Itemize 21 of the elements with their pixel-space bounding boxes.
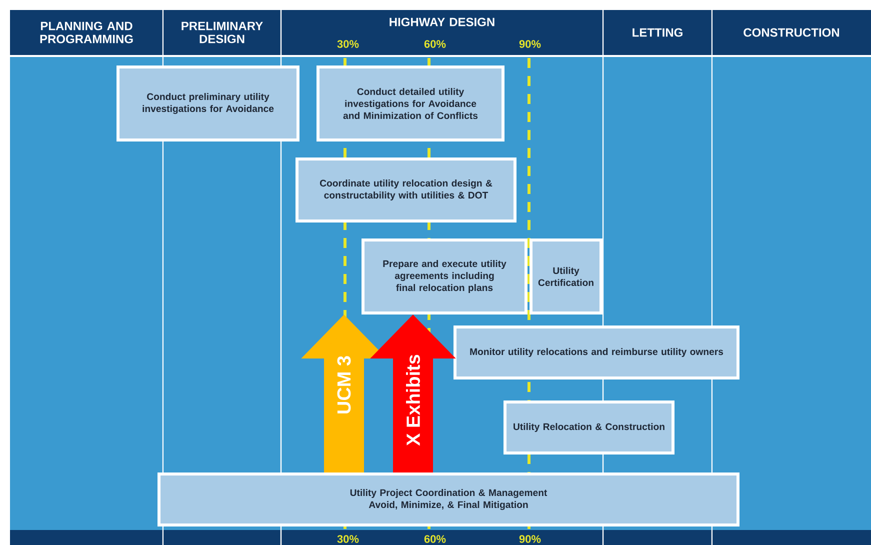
process-box: Conduct detailed utility investigations for Avoidance and Minimization of Conflicts [316, 66, 504, 142]
process-box: Utility Project Coordination & Management Avoid, Minimize, & Final Mitigation [158, 472, 740, 526]
process-box: Utility Relocation & Construction [504, 400, 674, 454]
percent-label: 30% [337, 40, 359, 48]
process-box: Monitor utility relocations and reimburse utility owners [454, 326, 740, 380]
percent-label: 30% [337, 535, 359, 543]
percent-label: 90% [519, 40, 541, 48]
process-box: Coordinate utility relocation design & constructability with utilities & DOT [296, 158, 516, 222]
percent-label: 60% [424, 535, 446, 543]
percent-label: 60% [424, 40, 446, 48]
process-box: Prepare and execute utility agreements including final relocation plans [362, 238, 528, 314]
process-box: Conduct preliminary utility investigations for Avoidance [116, 66, 300, 142]
column-header: LETTING [632, 28, 682, 37]
percent-label: 90% [519, 535, 541, 543]
edge-label: UCM 3 [336, 354, 352, 416]
column-header: PLANNING AND PROGRAMMING [40, 22, 133, 44]
column-header: HIGHWAY DESIGN [390, 18, 494, 26]
column-header: CONSTRUCTION [744, 28, 840, 37]
process-box: Utility Certification [530, 238, 602, 314]
edge-label: X Exhibits [405, 353, 421, 447]
column-header: PRELIMINARY DESIGN [182, 22, 263, 44]
